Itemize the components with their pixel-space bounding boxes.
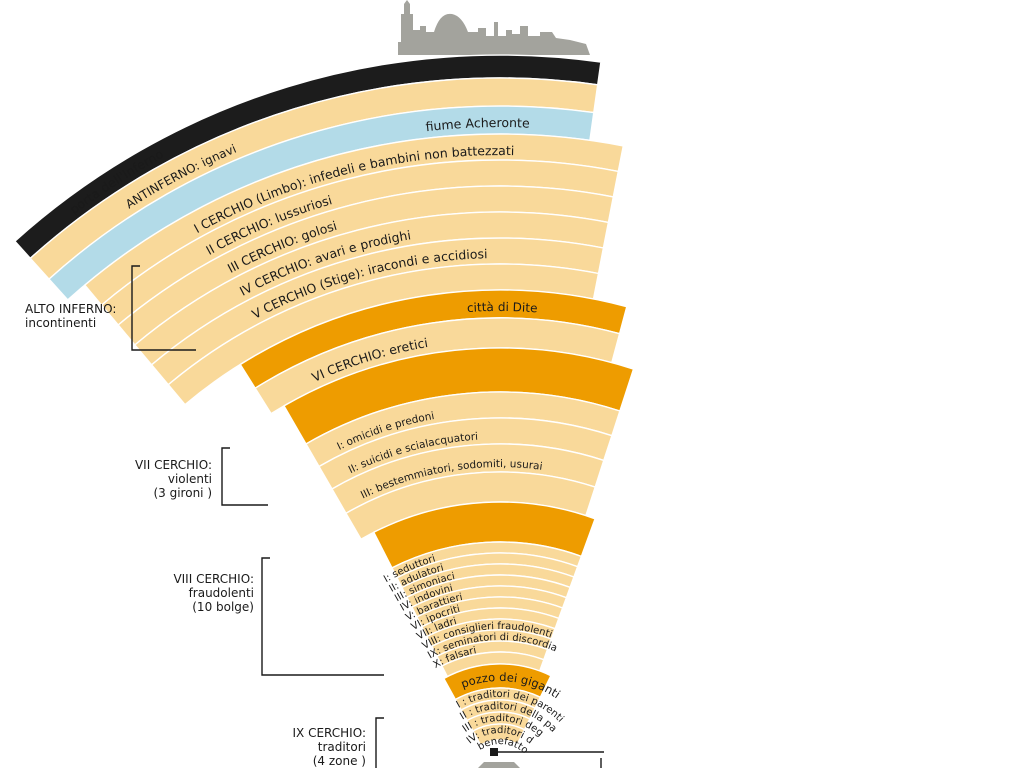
section-brackets — [131, 265, 604, 768]
bracket-alto-inferno — [131, 265, 196, 351]
city-skyline-icon — [398, 0, 590, 55]
label-viii-line1: VIII CERCHIO: — [173, 572, 254, 586]
band-label-dite: città di Dite — [467, 300, 538, 315]
label-alto-line2: incontinenti — [25, 316, 97, 330]
pit-center — [478, 762, 520, 768]
bracket-vii-cerchio — [221, 447, 268, 506]
bracket-ix-cerchio — [375, 717, 384, 768]
label-viii-line2: fraudolenti — [188, 586, 254, 600]
band-z4r — [471, 723, 526, 746]
label-vii-cerchio: VII CERCHIO: violenti (3 gironi ) — [122, 458, 212, 500]
label-vii-line3: (3 gironi ) — [153, 486, 212, 500]
pointer-marker — [490, 748, 498, 756]
label-alto-inferno: ALTO INFERNO: incontinenti — [25, 302, 116, 330]
bracket-viii-cerchio — [261, 557, 384, 676]
label-ix-cerchio: IX CERCHIO: traditori (4 zone ) — [270, 726, 367, 768]
label-ix-line1: IX CERCHIO: — [292, 726, 367, 740]
label-alto-line1: ALTO INFERNO: — [25, 302, 117, 316]
label-vii-line2: violenti — [167, 472, 212, 486]
inferno-bands — [13, 54, 635, 768]
band-label-acheronte: fiume Acheronte — [425, 115, 531, 134]
label-vii-line1: VII CERCHIO: — [134, 458, 212, 472]
label-viii-line3: (10 bolge) — [192, 600, 254, 614]
label-ix-line3: (4 zone ) — [312, 754, 366, 768]
label-ix-line2: traditori — [317, 740, 366, 754]
label-viii-cerchio: VIII CERCHIO: fraudolenti (10 bolge) — [150, 572, 254, 614]
